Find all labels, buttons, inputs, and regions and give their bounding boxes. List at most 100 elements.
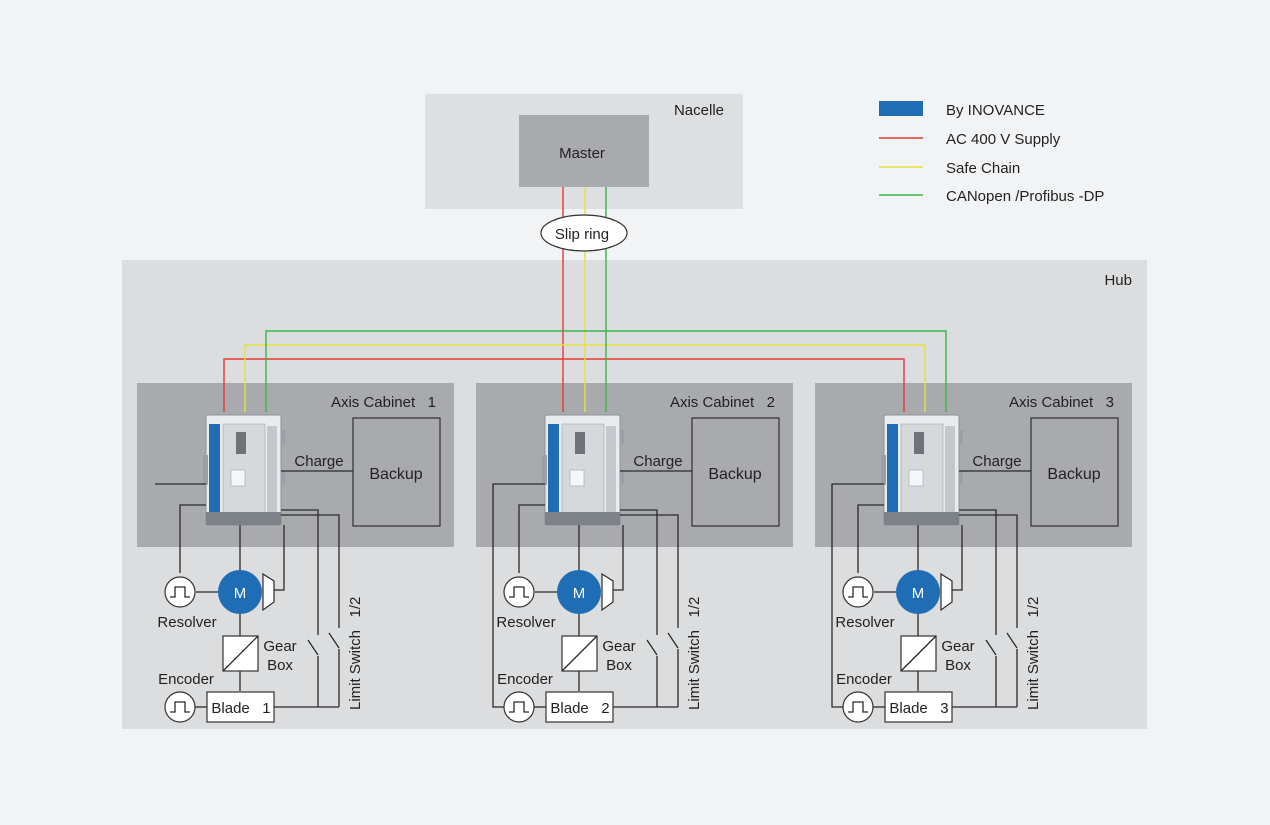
brake-icon	[262, 572, 275, 612]
gearbox-diagonal	[900, 635, 937, 672]
supply-line	[223, 187, 564, 412]
limit-switch-1	[646, 639, 658, 707]
charge-label: Charge	[633, 453, 682, 470]
motor	[557, 570, 601, 614]
box-label: Box	[267, 657, 293, 674]
limit-switch-label: Limit Switch 1/2	[1025, 597, 1042, 710]
resolver-wire	[179, 504, 206, 573]
extra-wiring	[155, 483, 884, 708]
backup-label: Backup	[369, 466, 422, 483]
encoder-pulse-icon	[848, 701, 868, 713]
gear-label: Gear	[602, 638, 635, 655]
gearbox-diagonal	[222, 635, 259, 672]
legend-label-safe-chain: Safe Chain	[946, 160, 1020, 177]
encoder-icon	[503, 691, 535, 723]
legend-swatch-inovance	[879, 101, 923, 116]
motor-label: M	[912, 585, 925, 602]
limit-wire-2	[620, 514, 679, 628]
limit-wire-1	[620, 509, 658, 635]
axis-cabinet-2: Axis Cabinet 2 Backup Charge	[476, 383, 793, 723]
safe-chain-line	[244, 187, 926, 412]
limit-wire-2	[281, 514, 340, 628]
supply-line-branch	[562, 358, 905, 412]
backup-label: Backup	[1047, 466, 1100, 483]
blade-box	[545, 691, 614, 723]
brake-icon	[940, 572, 953, 612]
resolver-icon	[164, 576, 196, 608]
bus-lines	[223, 187, 947, 412]
limit-wire-2	[959, 514, 1018, 628]
slip-ring	[540, 214, 628, 252]
limit-switch-1	[307, 639, 319, 707]
brake-icon	[601, 572, 614, 612]
charge-label: Charge	[972, 453, 1021, 470]
canopen-line	[265, 187, 947, 412]
limit-switch-2	[667, 632, 679, 707]
axis-cabinet-1: Axis Cabinet 1 Backup Charge	[137, 383, 454, 723]
encoder-pulse-icon	[509, 701, 529, 713]
limit-switch-1	[985, 639, 997, 707]
resolver-label: Resolver	[835, 614, 894, 631]
backup-box	[691, 417, 780, 527]
backup-label: Backup	[708, 466, 761, 483]
resolver-icon	[503, 576, 535, 608]
brake-wire	[948, 525, 963, 591]
blade-box	[206, 691, 275, 723]
resolver-label: Resolver	[496, 614, 555, 631]
brake-wire	[609, 525, 624, 591]
box-label: Box	[606, 657, 632, 674]
backup-box	[352, 417, 441, 527]
legend-label-inovance: By INOVANCE	[946, 102, 1045, 119]
box-label: Box	[945, 657, 971, 674]
legend-label-canopen: CANopen /Profibus -DP	[946, 188, 1104, 205]
resolver-wire	[857, 504, 884, 573]
blade-label: Blade 1	[211, 700, 270, 717]
limit-switch-2	[1006, 632, 1018, 707]
limit-wire-1	[281, 509, 319, 635]
encoder-label: Encoder	[836, 671, 892, 688]
resolver-label: Resolver	[157, 614, 216, 631]
master-label: Master	[559, 145, 605, 162]
gearbox-diagonal	[561, 635, 598, 672]
legend-label-supply: AC 400 V Supply	[946, 131, 1061, 148]
resolver-pulse-icon	[509, 586, 529, 598]
hub-label: Hub	[1104, 272, 1132, 289]
encoder-label: Encoder	[158, 671, 214, 688]
motor-label: M	[234, 585, 247, 602]
backup-box	[1030, 417, 1119, 527]
drive-unit	[881, 414, 963, 526]
motor	[896, 570, 940, 614]
master-box	[519, 115, 649, 187]
encoder-label: Encoder	[497, 671, 553, 688]
resolver-pulse-icon	[170, 586, 190, 598]
gear-label: Gear	[941, 638, 974, 655]
slip-ring-label: Slip ring	[555, 226, 609, 243]
resolver-pulse-icon	[848, 586, 868, 598]
drive-unit	[542, 414, 624, 526]
brake-wire	[270, 525, 285, 591]
encoder-pulse-icon	[170, 701, 190, 713]
resolver-icon	[842, 576, 874, 608]
nacelle-label: Nacelle	[674, 102, 724, 119]
axis-cabinet-title: Axis Cabinet 2	[670, 394, 775, 411]
cabinet2-encoder-wire	[492, 483, 545, 708]
limit-switch-2	[328, 632, 340, 707]
resolver-wire	[518, 504, 545, 573]
limit-switch-label: Limit Switch 1/2	[686, 597, 703, 710]
axis-cabinet-3: Axis Cabinet 3 Backup Charge	[815, 383, 1132, 723]
cabinet3-encoder-wire	[831, 483, 884, 708]
cabinets-group: Axis Cabinet 1 Backup Charge	[137, 383, 1132, 723]
motor-label: M	[573, 585, 586, 602]
motor	[218, 570, 262, 614]
limit-switch-label: Limit Switch 1/2	[347, 597, 364, 710]
gear-label: Gear	[263, 638, 296, 655]
encoder-icon	[164, 691, 196, 723]
encoder-icon	[842, 691, 874, 723]
drive-unit	[203, 414, 285, 526]
charge-label: Charge	[294, 453, 343, 470]
blade-label: Blade 3	[889, 700, 948, 717]
blade-label: Blade 2	[550, 700, 609, 717]
axis-cabinet-title: Axis Cabinet 1	[331, 394, 436, 411]
axis-cabinet-title: Axis Cabinet 3	[1009, 394, 1114, 411]
